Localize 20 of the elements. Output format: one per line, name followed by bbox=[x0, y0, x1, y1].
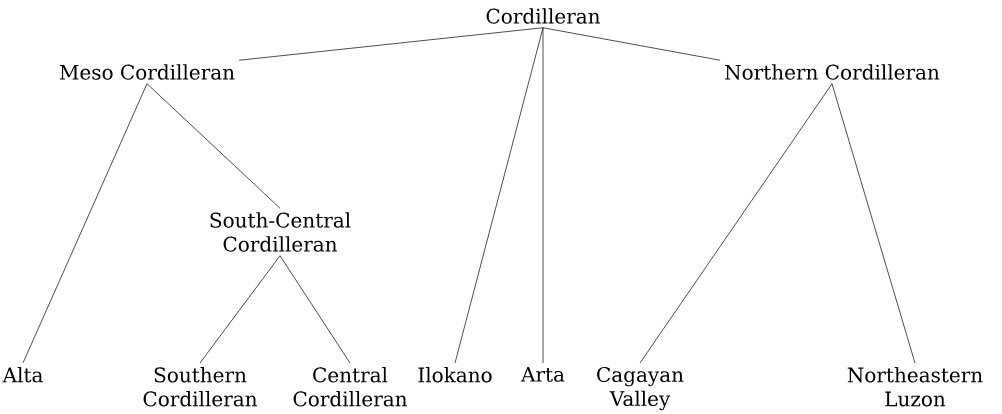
language-label: Alta bbox=[2, 367, 43, 383]
language-label: South-Central Cordilleran bbox=[210, 212, 351, 252]
tree-line bbox=[146, 83, 281, 209]
tree-line bbox=[639, 83, 833, 364]
language-label: Ilokano bbox=[418, 367, 492, 383]
language-label: Cagayan Valley bbox=[597, 367, 684, 411]
language-label: Central Cordilleran bbox=[293, 367, 407, 407]
tree-line bbox=[279, 255, 351, 364]
language-label: Northern Cordilleran bbox=[725, 64, 940, 80]
language-label: Northeastern Luzon bbox=[847, 367, 983, 407]
tree-line bbox=[542, 27, 721, 61]
tree-line bbox=[199, 255, 281, 364]
language-label: Arta bbox=[520, 367, 565, 382]
tree-line bbox=[542, 27, 544, 364]
tree-line bbox=[22, 83, 148, 364]
tree-line bbox=[831, 83, 916, 364]
language-label: Meso Cordilleran bbox=[60, 64, 235, 80]
tree-line bbox=[238, 27, 544, 61]
language-label: Southern Cordilleran bbox=[143, 367, 257, 407]
language-label: Cordilleran bbox=[486, 8, 600, 24]
